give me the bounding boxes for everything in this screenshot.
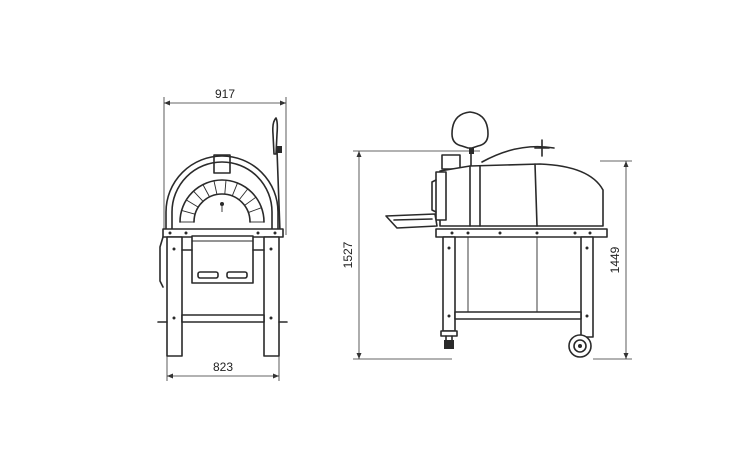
side-oven-body bbox=[439, 163, 604, 227]
lower-crossbar bbox=[181, 314, 265, 323]
front-right-leg bbox=[263, 236, 280, 357]
dimension-1449: 1449 bbox=[593, 160, 632, 360]
chimney bbox=[213, 154, 231, 174]
front-caster bbox=[440, 330, 458, 349]
side-back-leg bbox=[580, 236, 594, 338]
front-view: 917 bbox=[157, 87, 288, 381]
dimension-1527: 1527 bbox=[341, 150, 480, 360]
dimension-label-823: 823 bbox=[213, 360, 233, 374]
oven-door bbox=[191, 235, 254, 284]
side-lower-rail bbox=[454, 311, 582, 320]
dimension-label-917: 917 bbox=[215, 87, 235, 101]
side-frame-top bbox=[435, 228, 608, 238]
dome-outer bbox=[165, 155, 279, 233]
side-chimney bbox=[441, 154, 461, 170]
rear-wheel bbox=[568, 334, 592, 358]
peel-tool bbox=[272, 117, 282, 233]
brick-arch bbox=[179, 179, 265, 223]
dimension-label-1449: 1449 bbox=[608, 246, 622, 273]
side-shelf bbox=[385, 213, 438, 229]
front-left-leg bbox=[166, 236, 183, 357]
dimension-917: 917 bbox=[163, 87, 287, 235]
side-view: 1527 bbox=[341, 111, 632, 360]
dimension-823: 823 bbox=[166, 356, 280, 381]
dimension-label-1527: 1527 bbox=[341, 241, 355, 268]
